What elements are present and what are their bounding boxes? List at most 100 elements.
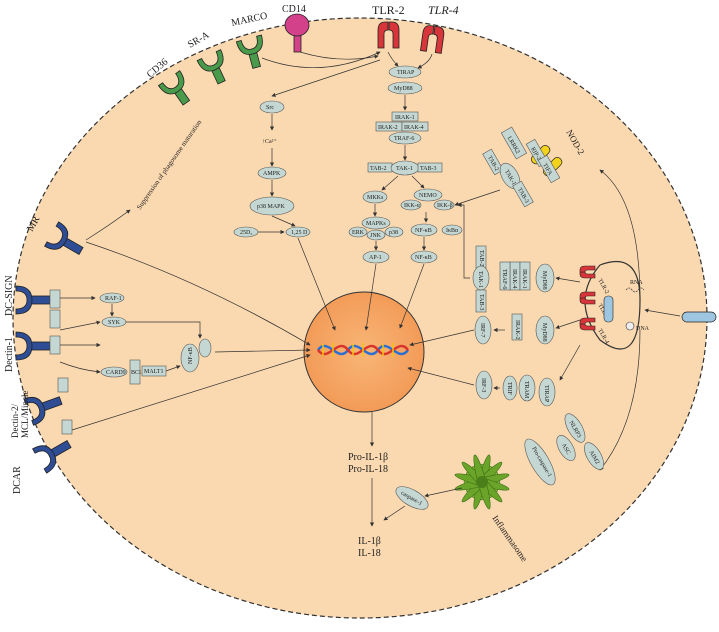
myd88-right-a: [535, 263, 555, 293]
p38-node: [384, 226, 404, 238]
svg-text:IRAK-4: IRAK-4: [511, 269, 517, 289]
d125-node: [285, 226, 311, 238]
procasp-node: [524, 438, 556, 486]
svg-text:IRAK-4: IRAK-4: [404, 125, 424, 131]
svg-text:IRAK-1: IRAK-1: [521, 269, 527, 289]
svg-text:BCL-10: BCL-10: [131, 370, 151, 376]
svg-text:SYK: SYK: [108, 320, 121, 326]
cd36-receptor: [157, 70, 191, 106]
calcium-label: ↑Ca²⁺: [262, 138, 277, 145]
rel-node: [198, 338, 212, 358]
tab3-node: [417, 162, 443, 173]
irak1-node: [391, 111, 419, 122]
raf1-node: [99, 292, 125, 304]
tifa-node: [537, 154, 561, 184]
svg-text:TIRAP: TIRAP: [543, 385, 549, 403]
mapks-node: [361, 216, 391, 230]
tlr4-endosome-receptor: [579, 317, 596, 331]
svg-text:Src: Src: [266, 105, 274, 111]
svg-text:TIRAP: TIRAP: [397, 70, 415, 76]
svg-text:MyD88: MyD88: [541, 271, 547, 290]
svg-text:CARD9: CARD9: [106, 370, 126, 376]
dcar-label: DCAR: [12, 466, 23, 494]
src-node: [259, 100, 285, 114]
nlrp3-node: [564, 413, 586, 443]
marco-receptor: [235, 34, 263, 69]
sra-label: SR-A: [186, 29, 212, 50]
svg-text:IRF-3: IRF-3: [480, 378, 486, 392]
nod-tab2-node: [482, 148, 504, 176]
nfkb-node-2: [410, 250, 438, 264]
svg-text:NF-κB: NF-κB: [415, 255, 432, 261]
svg-text:IRAK-2: IRAK-2: [378, 125, 398, 131]
dectin2-receptor: [23, 396, 63, 426]
il1b-label: IL-1β: [358, 536, 381, 547]
svg-text:TAB-3: TAB-3: [478, 294, 484, 311]
tlr4-label: TLR-4: [428, 3, 459, 17]
svg-text:MAPKs: MAPKs: [366, 221, 386, 227]
svg-text:AP-1: AP-1: [369, 255, 382, 261]
dcar-receptor: [32, 439, 72, 474]
fcr2-node: [49, 309, 61, 329]
caspase1-node: [395, 486, 429, 510]
erk-node: [348, 226, 368, 238]
svg-text:TRIF: TRIF: [506, 382, 512, 396]
dap12-node: [57, 377, 69, 393]
svg-text:TAB-2: TAB-2: [478, 250, 484, 267]
svg-text:25D₃: 25D₃: [240, 230, 252, 236]
svg-text:NF-κB: NF-κB: [188, 347, 194, 364]
myd88-right-b: [535, 315, 555, 345]
rna-label: RNA: [630, 280, 643, 286]
tirap-right: [538, 377, 556, 407]
p38mapk-node: [249, 196, 295, 216]
tlr4-receptor: [419, 25, 445, 54]
ampk-node: [257, 166, 287, 180]
dcar-fcr-node: [61, 419, 73, 435]
cd14-label: CD14: [282, 4, 306, 15]
tlr9-receptor: [579, 291, 596, 305]
svg-text:IRAK-1: IRAK-1: [395, 115, 415, 121]
surface-receptor-blue: [681, 311, 717, 323]
svg-text:TIFA: TIFA: [541, 162, 553, 177]
svg-text:1,25 D: 1,25 D: [291, 230, 308, 236]
jnk-node: [366, 229, 386, 241]
svg-text:TAK-1: TAK-1: [477, 271, 483, 288]
fcr-node: [49, 289, 61, 309]
nfkb-node-1: [410, 223, 438, 237]
svg-text:MALT1: MALT1: [144, 369, 163, 375]
dna-particle: [625, 321, 635, 331]
svg-text:IκBα: IκBα: [446, 228, 459, 234]
irak2-right: [511, 313, 523, 341]
mkks-node: [362, 190, 388, 204]
card9-node: [100, 366, 128, 378]
ikkb-node: [433, 199, 455, 211]
svg-text:ASC: ASC: [560, 443, 571, 456]
nemo-node: [413, 188, 443, 202]
svg-text:IRAK-2: IRAK-2: [514, 320, 520, 340]
pro-il1b-label: Pro-IL-1β: [348, 452, 388, 463]
svg-text:TRAM: TRAM: [523, 381, 529, 399]
svg-text:TAK-1: TAK-1: [396, 166, 413, 172]
nod-tab3-node: [512, 180, 534, 208]
dcsign-label: DC-SIGN: [4, 275, 15, 316]
tlr2-endosome-receptor: [579, 265, 596, 279]
svg-text:TAB-3: TAB-3: [420, 166, 437, 172]
myd88-node: [387, 81, 423, 95]
itam-node: [49, 335, 61, 355]
svg-text:IKK-β: IKK-β: [437, 203, 453, 209]
trif-node: [502, 375, 518, 401]
tab3-right: [475, 289, 487, 313]
svg-text:NEMO: NEMO: [419, 193, 437, 199]
lrrk2-node: [500, 126, 528, 160]
svg-text:ERK: ERK: [352, 230, 365, 236]
pro-il18-label: Pro-IL-18: [348, 464, 388, 475]
dna-label: DNA: [636, 326, 650, 332]
mr-receptor: [44, 221, 84, 256]
dna-helix-icon: [316, 343, 410, 357]
traf6-node: [388, 131, 422, 145]
mcl-mincle-label: MCL/Mincle: [20, 390, 30, 438]
tlr2-label: TLR-2: [372, 3, 405, 17]
irak1-right: [519, 261, 531, 291]
svg-text:RAF-1: RAF-1: [105, 296, 122, 302]
